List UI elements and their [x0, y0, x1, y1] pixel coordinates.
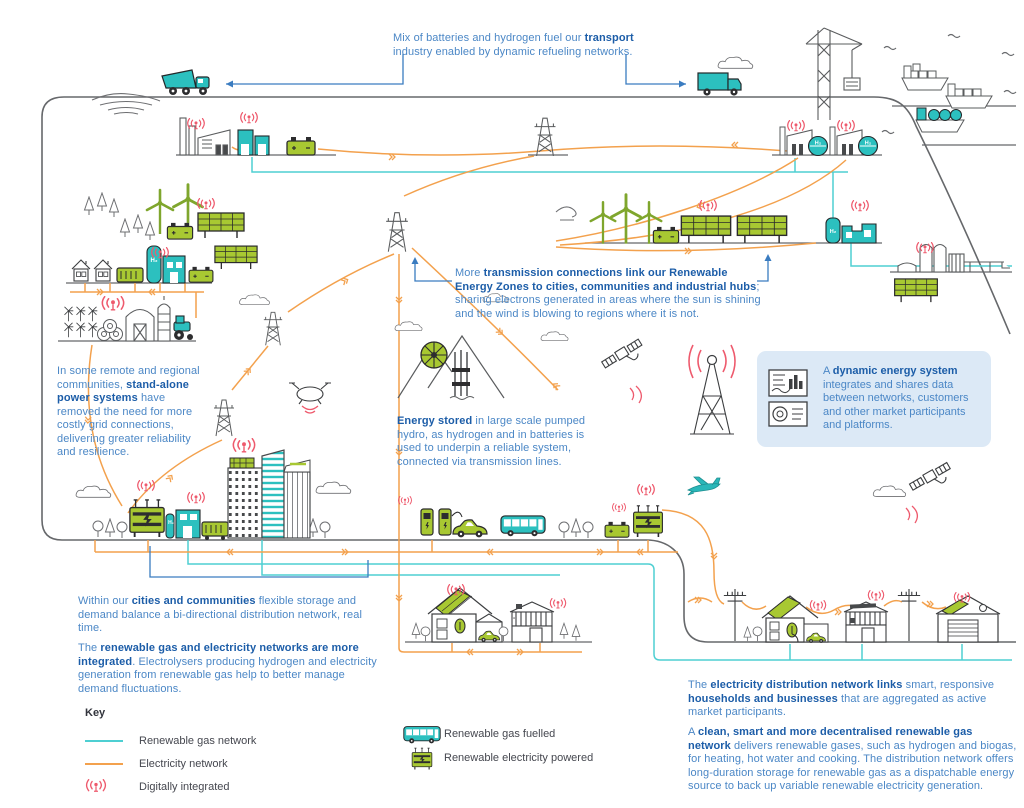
transmission-tower-lower-icon — [213, 399, 235, 437]
digital-signal-swatch — [85, 778, 125, 795]
legend-item-digital: Digitally integrated — [85, 775, 256, 798]
village-solar-icon — [214, 245, 258, 270]
svg-text:H₂: H₂ — [168, 520, 174, 526]
annotation-transmission: More transmission connections link our R… — [455, 267, 761, 320]
hydrogen-industry-2-icon: H₂ — [829, 126, 879, 157]
power-pole-icon — [723, 588, 747, 642]
legend-item-electricity: Electricity network — [85, 752, 256, 775]
gas-depot-building-icon — [237, 129, 270, 156]
city-skyscrapers — [227, 449, 311, 539]
suburb-house-solar-icon — [427, 587, 503, 643]
transmission-tower-central-icon — [385, 212, 409, 252]
dynamic-energy-system-box: A dynamic energy system integrates and s… — [757, 351, 991, 447]
legend-title: Key — [85, 707, 106, 719]
electricity-line-swatch — [85, 762, 125, 765]
boundary-road — [41, 96, 1016, 643]
satellite-signal-waves — [629, 385, 643, 404]
battery-storage-icon — [286, 136, 316, 156]
svg-text:H₂: H₂ — [151, 258, 158, 264]
comms-tower-icon — [688, 344, 736, 435]
svg-text:H₂: H₂ — [815, 141, 822, 147]
wind-gust-icon — [555, 206, 577, 221]
substation-transformer-icon — [128, 498, 166, 538]
renewable-energy-zone: H₂ — [589, 193, 877, 244]
hay-bales-icon — [97, 319, 123, 341]
lng-ship-icon — [915, 107, 965, 133]
transformer-icon — [400, 747, 444, 770]
satellite-2-icon — [908, 461, 951, 491]
suburb-house-2-icon — [509, 601, 555, 643]
svg-text:H₂: H₂ — [830, 229, 837, 235]
plant-solar-icon — [893, 278, 939, 303]
annotation-integrated-networks: The renewable gas and electricity networ… — [78, 642, 377, 695]
silo-icon — [157, 296, 171, 342]
legend-item-gas-fuelled: Renewable gas fuelled — [400, 722, 593, 746]
satellite-2-signal-waves — [905, 505, 919, 524]
electrolyser-icon: H₂ — [825, 217, 877, 244]
annotation-cities: Within our cities and communities flexib… — [78, 595, 363, 634]
hydrogen-tank-icon: H₂ — [146, 245, 186, 284]
gas-processing-plant-icon — [897, 243, 1010, 273]
forest-trees — [84, 192, 155, 241]
hydrogen-industry-icon: H₂ — [779, 126, 829, 157]
legend: Key Renewable gas network Electricity ne… — [85, 707, 256, 798]
warehouse-icon — [935, 595, 1001, 643]
plane-icon — [687, 476, 721, 496]
city-generator-icon — [201, 521, 229, 540]
data-screens-icon — [768, 369, 808, 427]
power-pole-2-icon — [897, 588, 921, 642]
generator-icon — [116, 267, 144, 283]
legend-vehicles: Renewable gas fuelled Renewable electric… — [400, 722, 593, 770]
container-ship-2-icon — [945, 83, 993, 109]
annotation-dynamic-system: A dynamic energy system integrates and s… — [823, 365, 969, 432]
port-crane-icon — [805, 27, 863, 120]
quarry-icon — [91, 93, 161, 115]
city-hydrogen-building-icon: H₂ — [165, 509, 201, 539]
substation-transformer-2-icon — [632, 504, 664, 538]
annotation-transport: Mix of batteries and hydrogen fuel our t… — [393, 32, 634, 58]
transmission-tower-left-icon — [263, 311, 283, 346]
annotation-distribution-network: The electricity distribution network lin… — [688, 679, 995, 718]
pumped-hydro-icon — [397, 334, 505, 400]
ev-chargers-icon — [420, 508, 463, 536]
street-trees — [558, 518, 594, 539]
solar-farm-left-icon — [197, 212, 245, 239]
dump-truck-icon — [161, 69, 210, 95]
satellite-icon — [600, 338, 643, 369]
ev-car-icon — [452, 519, 488, 538]
box-truck-icon — [697, 72, 742, 96]
barn-icon — [125, 308, 155, 342]
gas-network-line-swatch — [85, 739, 125, 742]
factory-icon — [179, 117, 231, 156]
smart-home-icon — [743, 595, 829, 644]
container-ship-icon — [901, 63, 949, 91]
village-battery-icon — [188, 266, 214, 283]
standalone-village: H₂ — [71, 245, 258, 284]
battery-left-icon — [166, 222, 194, 240]
farm — [64, 296, 193, 342]
drone-icon — [289, 382, 331, 414]
bus-icon — [400, 724, 444, 745]
annotation-energy-stored: Energy stored in large scale pumped hydr… — [397, 415, 586, 468]
smart-home-2-icon — [843, 601, 889, 643]
city-battery-icon — [604, 521, 630, 538]
legend-item-gas: Renewable gas network — [85, 729, 256, 752]
signal-icon — [85, 778, 107, 792]
tractor-icon — [173, 315, 193, 340]
city-bus-icon — [500, 515, 546, 537]
harbour-piers — [881, 33, 1017, 146]
annotation-gas-network: A clean, smart and more decentralised re… — [688, 726, 1017, 792]
svg-text:H₂: H₂ — [865, 141, 872, 147]
annotation-remote-communities: In some remote and regional communities,… — [57, 365, 200, 458]
legend-item-electricity-powered: Renewable electricity powered — [400, 746, 593, 770]
annotation-connectors — [149, 54, 772, 578]
